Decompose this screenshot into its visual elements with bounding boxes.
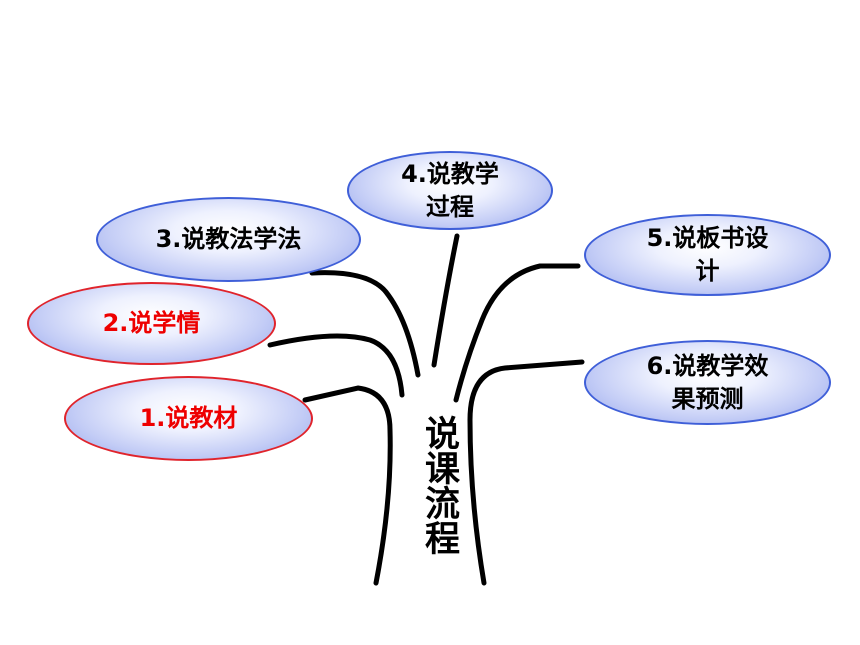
branch-line-1 (302, 385, 393, 586)
branch-bubble-6-effect-prediction[interactable]: 6.说教学效 果预测 (584, 340, 831, 425)
branch-line-3 (309, 270, 421, 378)
branch-line-5 (453, 263, 581, 403)
trunk-label: 说课流程 (419, 415, 459, 555)
branch-bubble-3-teaching-methods[interactable]: 3.说教法学法 (96, 197, 361, 282)
branch-line-6 (467, 359, 585, 586)
branch-line-2 (267, 333, 405, 398)
branch-bubble-2-student-analysis[interactable]: 2.说学情 (27, 282, 276, 365)
branch-bubble-4-teaching-process[interactable]: 4.说教学 过程 (347, 151, 553, 230)
branch-bubble-5-blackboard-design[interactable]: 5.说板书设 计 (584, 214, 831, 296)
branch-bubble-1-textbook[interactable]: 1.说教材 (64, 376, 313, 461)
branch-line-4 (431, 233, 460, 368)
